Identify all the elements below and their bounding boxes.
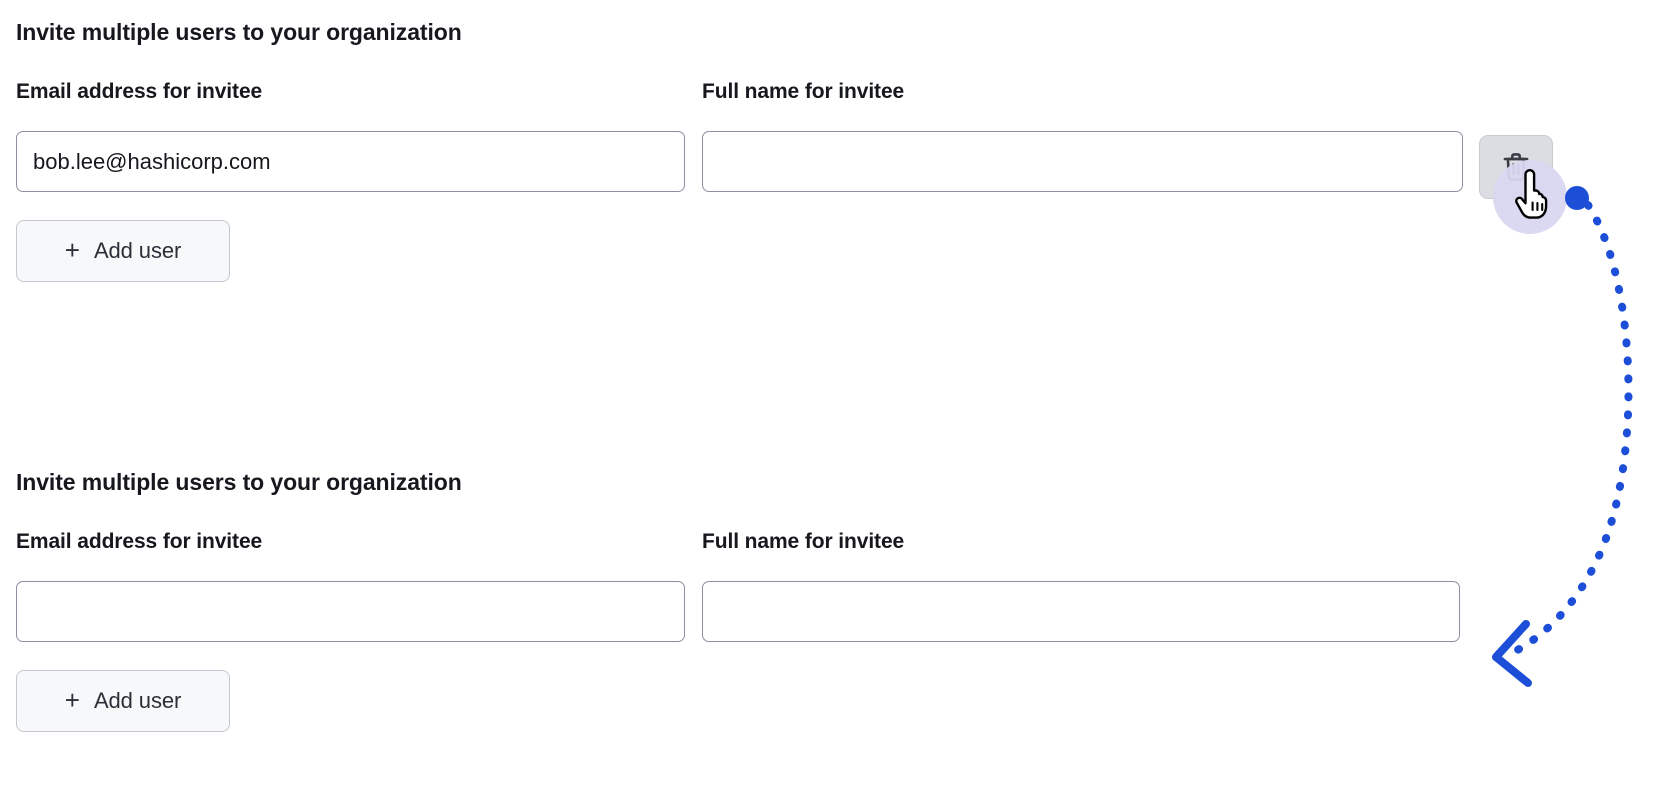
add-user-button-label: Add user bbox=[93, 238, 182, 263]
add-user-button-2[interactable]: + Add user bbox=[16, 670, 230, 732]
email-input-2[interactable] bbox=[16, 581, 685, 642]
arrow-head bbox=[1492, 620, 1532, 687]
email-field-label: Email address for invitee bbox=[16, 80, 263, 103]
trash-icon bbox=[1501, 151, 1531, 183]
name-field-label: Full name for invitee bbox=[702, 80, 905, 103]
plus-icon: + bbox=[64, 235, 80, 265]
email-input[interactable] bbox=[16, 131, 685, 192]
add-user-button[interactable]: + Add user bbox=[16, 220, 230, 282]
plus-icon-2: + bbox=[64, 685, 80, 715]
arrow-start-dot bbox=[1565, 186, 1589, 210]
email-field-label-2: Email address for invitee bbox=[16, 530, 263, 553]
arrow-dotted-path bbox=[1501, 201, 1633, 660]
add-user-button-label-2: Add user bbox=[93, 688, 182, 713]
page-title: Invite multiple users to your organizati… bbox=[16, 19, 462, 45]
delete-row-button[interactable] bbox=[1479, 135, 1553, 199]
name-input[interactable] bbox=[702, 131, 1463, 192]
name-field-label-2: Full name for invitee bbox=[702, 530, 905, 553]
name-input-2[interactable] bbox=[702, 581, 1460, 642]
page-title-2: Invite multiple users to your organizati… bbox=[16, 469, 462, 495]
